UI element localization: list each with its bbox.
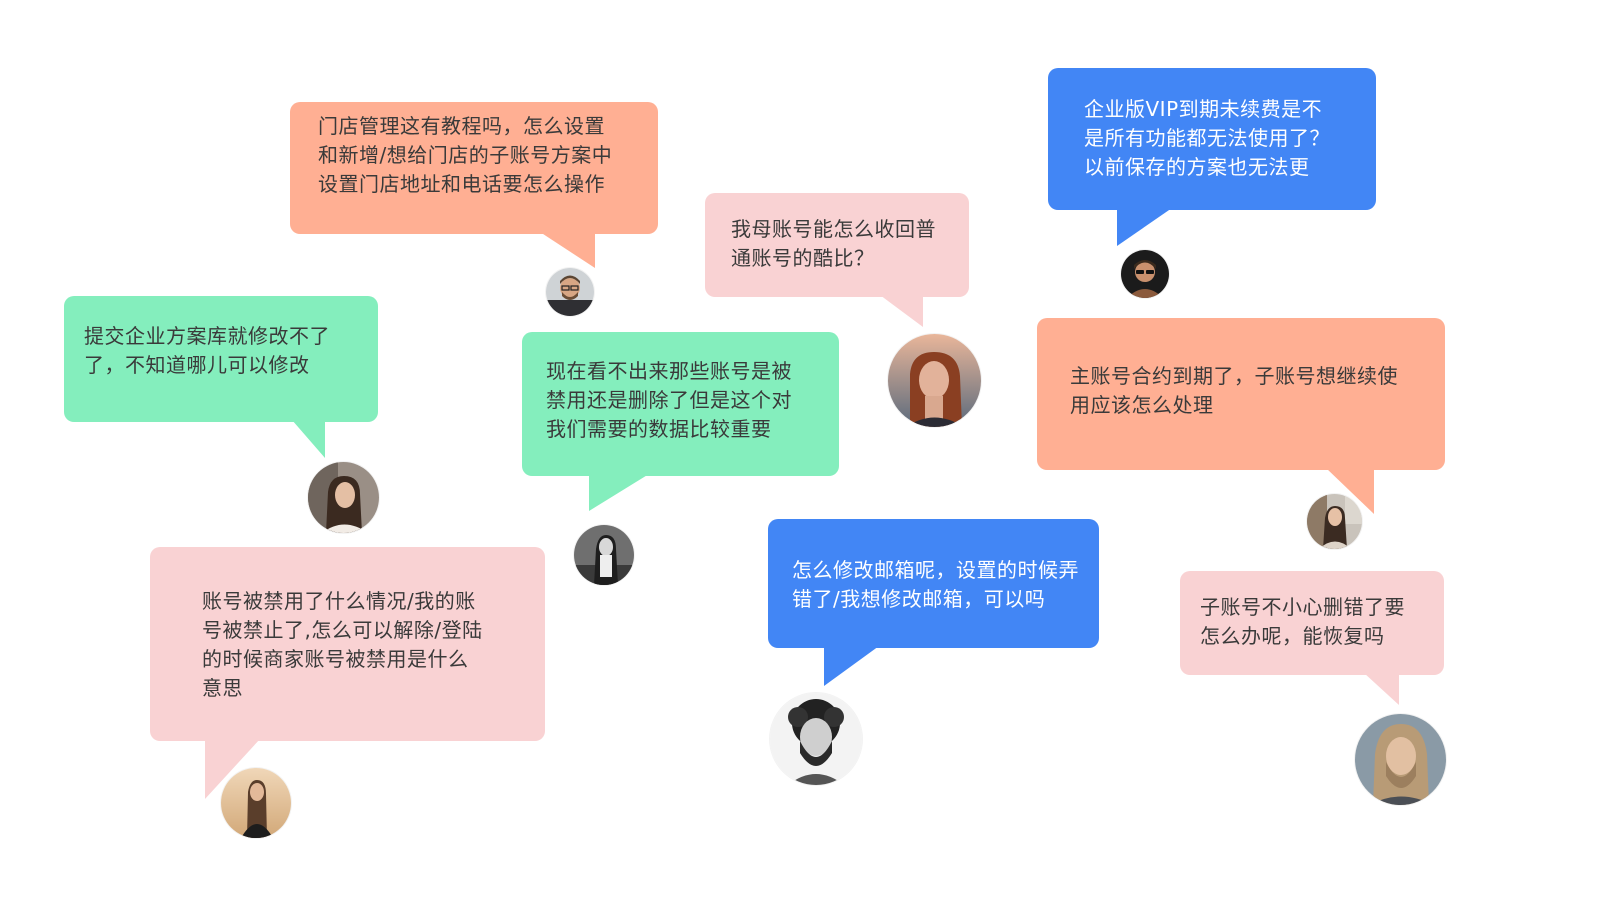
avatar-woman-thinking (308, 462, 379, 533)
avatar-woman-icon (308, 462, 379, 533)
question-text: 子账号不小心删错了要怎么办呢，能恢复吗 (1200, 595, 1405, 648)
question-bubble-account-banned: 账号被禁用了什么情况/我的账号被禁止了,怎么可以解除/登陆的时候商家账号被禁用是… (150, 547, 545, 741)
bubble-tail (205, 739, 260, 799)
avatar-woman-icon (221, 768, 291, 838)
bubble-tail (292, 420, 325, 458)
question-bubble-enterprise-vip: 企业版VIP到期未续费是不是所有功能都无法使用了？以前保存的方案也无法更 (1048, 68, 1376, 210)
avatar-man-long-hair-beard (1355, 714, 1446, 805)
question-text: 主账号合约到期了，子账号想继续使用应该怎么处理 (1070, 364, 1398, 417)
question-bubble-store-tutorial: 门店管理这有教程吗，怎么设置和新增/想给门店的子账号方案中设置门店地址和电话要怎… (290, 102, 658, 234)
avatar-woman-icon (1307, 494, 1362, 549)
question-text: 怎么修改邮箱呢，设置的时候弄错了/我想修改邮箱，可以吗 (792, 558, 1079, 611)
avatar-man-icon (1121, 250, 1169, 298)
avatar-man-glasses-bearded (546, 268, 594, 316)
avatar-man-curly-beard (770, 693, 862, 785)
question-bubble-sub-deleted: 子账号不小心删错了要怎么办呢，能恢复吗 (1180, 571, 1444, 675)
bubble-tail (1117, 208, 1172, 246)
question-bubble-submit-case: 提交企业方案库就修改不了了，不知道哪儿可以修改 (64, 296, 378, 422)
bubble-tail (589, 474, 649, 511)
question-text: 我母账号能怎么收回普通账号的酷比？ (731, 217, 936, 270)
question-text: 门店管理这有教程吗，怎么设置和新增/想给门店的子账号方案中设置门店地址和电话要怎… (318, 114, 613, 196)
avatar-man-icon (770, 693, 862, 785)
avatar-woman-icon (888, 334, 981, 427)
question-bubble-reclaim-kubi: 我母账号能怎么收回普通账号的酷比？ (705, 193, 969, 297)
question-text: 账号被禁用了什么情况/我的账号被禁止了,怎么可以解除/登陆的时候商家账号被禁用是… (202, 589, 483, 700)
question-bubble-disabled-or-deleted: 现在看不出来那些账号是被禁用还是删除了但是这个对我们需要的数据比较重要 (522, 332, 839, 476)
bubble-tail (1364, 673, 1399, 705)
bubble-tail (880, 295, 923, 327)
question-bubble-main-contract-expired: 主账号合约到期了，子账号想继续使用应该怎么处理 (1037, 318, 1445, 470)
avatar-woman-monochrome-chair (574, 525, 634, 585)
question-bubble-change-email: 怎么修改邮箱呢，设置的时候弄错了/我想修改邮箱，可以吗 (768, 519, 1099, 648)
bubble-tail (824, 646, 879, 686)
question-text: 企业版VIP到期未续费是不是所有功能都无法使用了？以前保存的方案也无法更 (1084, 97, 1330, 179)
avatar-woman-icon (574, 525, 634, 585)
avatar-woman-red-hair (888, 334, 981, 427)
avatar-man-icon (546, 268, 594, 316)
avatar-man-icon (1355, 714, 1446, 805)
avatar-woman-cafe (1307, 494, 1362, 549)
question-text: 现在看不出来那些账号是被禁用还是删除了但是这个对我们需要的数据比较重要 (546, 359, 792, 441)
question-text: 提交企业方案库就修改不了了，不知道哪儿可以修改 (84, 324, 330, 377)
bubble-tail (1326, 468, 1374, 514)
bubble-tail (540, 232, 595, 268)
avatar-woman-sunset (221, 768, 291, 838)
avatar-man-sunglasses (1121, 250, 1169, 298)
